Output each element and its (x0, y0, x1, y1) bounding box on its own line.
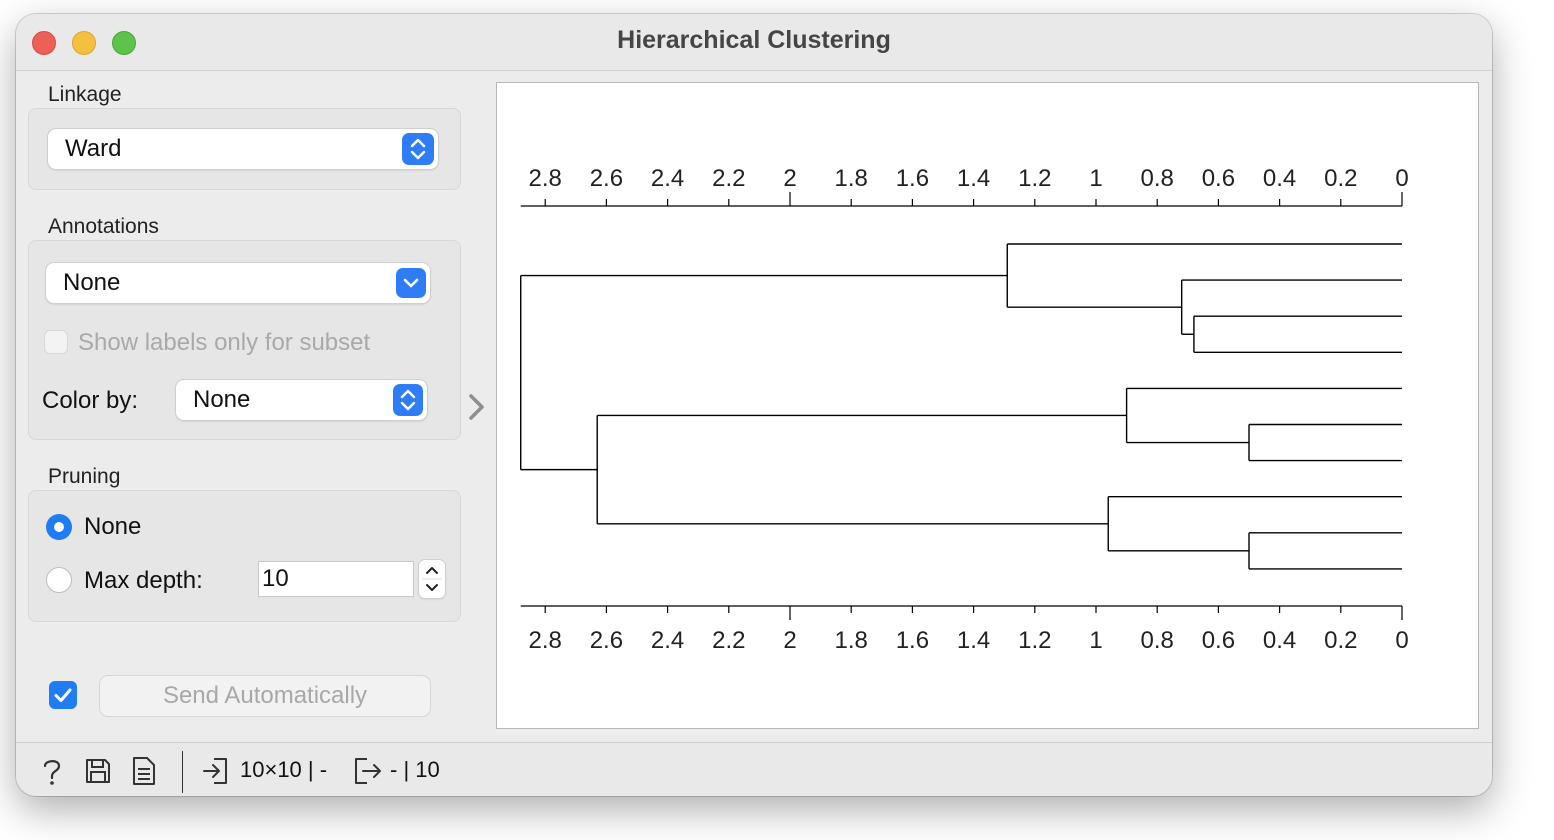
top-axis-tick-label: 2 (783, 165, 796, 192)
linkage-combo-value: Ward (65, 135, 122, 162)
output-summary: - | 10 (390, 757, 440, 782)
subset-labels-label: Show labels only for subset (78, 329, 371, 356)
bottom-axis-tick-label: 1.2 (1018, 627, 1051, 654)
pruning-box (28, 490, 461, 622)
bottom-axis-tick-label: 1.4 (957, 627, 990, 654)
top-axis-tick-label: 1 (1089, 165, 1102, 192)
bottom-axis-tick-label: 1 (1089, 627, 1102, 654)
top-axis-tick-label: 0.8 (1141, 165, 1174, 192)
output-arrow-icon (353, 756, 383, 791)
color-by-combo-value: None (193, 386, 251, 413)
send-automatically-button[interactable]: Send Automatically (100, 676, 430, 716)
max-depth-stepper[interactable] (419, 560, 445, 598)
color-by-combo[interactable]: None (176, 380, 427, 420)
question-mark-icon[interactable] (38, 756, 66, 791)
top-axis-tick-label: 0.2 (1324, 165, 1357, 192)
top-axis-tick-label: 1.2 (1018, 165, 1051, 192)
top-axis-tick-label: 2.8 (529, 165, 562, 192)
bottom-axis-tick-label: 1.8 (835, 627, 868, 654)
pruning-section-label: Pruning (48, 465, 121, 488)
document-icon[interactable] (132, 756, 156, 791)
top-axis-tick-label: 0.6 (1202, 165, 1235, 192)
input-arrow-icon (202, 756, 230, 791)
zoom-window-button[interactable] (112, 31, 136, 55)
bottom-axis-tick-label: 2.4 (651, 627, 684, 654)
stepper-arrows-icon (422, 567, 442, 591)
annotations-combo-value: None (63, 269, 121, 296)
linkage-combo[interactable]: Ward (48, 129, 438, 169)
max-depth-input[interactable]: 10 (258, 561, 414, 597)
bottom-axis-tick-label: 0.4 (1263, 627, 1296, 654)
chevron-down-icon (396, 268, 426, 298)
dendrogram-view[interactable]: 2.8 2.6 2.4 2.2 2 1.8 1.6 1.4 1.2 1 0.8 0.6 0.4 0.2 0 2… (496, 82, 1479, 729)
pruning-none-label: None (84, 513, 142, 540)
bottom-axis-tick-label: 0.8 (1141, 627, 1174, 654)
minimize-window-button[interactable] (72, 31, 96, 55)
input-summary: 10×10 | - (240, 757, 328, 782)
pruning-none-radio[interactable] (46, 514, 72, 540)
bottom-axis-tick-label: 2.6 (590, 627, 623, 654)
annotations-combo[interactable]: None (46, 263, 430, 303)
title-bar: Hierarchical Clustering (16, 14, 1492, 71)
bottom-axis-tick-label: 1.6 (896, 627, 929, 654)
close-window-button[interactable] (32, 31, 56, 55)
top-axis-tick-label: 2.6 (590, 165, 623, 192)
top-axis-tick-label: 1.4 (957, 165, 990, 192)
bottom-axis-tick-label: 0 (1395, 627, 1408, 654)
updown-arrows-icon (393, 384, 423, 416)
checkmark-icon (54, 688, 72, 702)
color-by-label: Color by: (42, 387, 139, 414)
top-axis-tick-label: 2.4 (651, 165, 684, 192)
status-bar: 10×10 | - - | 10 (16, 742, 1492, 796)
top-axis-tick-label: 1.8 (835, 165, 868, 192)
pruning-max-depth-label: Max depth: (84, 567, 203, 594)
floppy-disk-icon[interactable] (84, 757, 112, 790)
pruning-max-depth-radio[interactable] (46, 567, 72, 593)
bottom-axis-tick-label: 0.2 (1324, 627, 1357, 654)
linkage-section-label: Linkage (48, 83, 122, 106)
top-axis-tick-label: 0.4 (1263, 165, 1296, 192)
bottom-axis-tick-label: 0.6 (1202, 627, 1235, 654)
updown-arrows-icon (402, 133, 434, 165)
chevron-right-icon[interactable] (466, 392, 488, 427)
dendrogram-chart: 2.8 2.6 2.4 2.2 2 1.8 1.6 1.4 1.2 1 0.8 0.6 0.4 0.2 0 2… (520, 165, 1409, 654)
bottom-axis-tick-label: 2.8 (529, 627, 562, 654)
top-axis-tick-label: 2.2 (712, 165, 745, 192)
bottom-axis-tick-label: 2 (783, 627, 796, 654)
top-axis-tick-label: 1.6 (896, 165, 929, 192)
window-title: Hierarchical Clustering (617, 26, 891, 54)
hierarchical-clustering-window: Hierarchical Clustering Linkage Ward Ann… (16, 14, 1492, 796)
status-divider (182, 751, 183, 793)
auto-send-checkbox[interactable] (49, 681, 77, 709)
subset-labels-checkbox[interactable] (44, 330, 68, 354)
top-axis-tick-label: 0 (1395, 165, 1408, 192)
annotations-section-label: Annotations (48, 215, 159, 238)
bottom-axis-tick-label: 2.2 (712, 627, 745, 654)
